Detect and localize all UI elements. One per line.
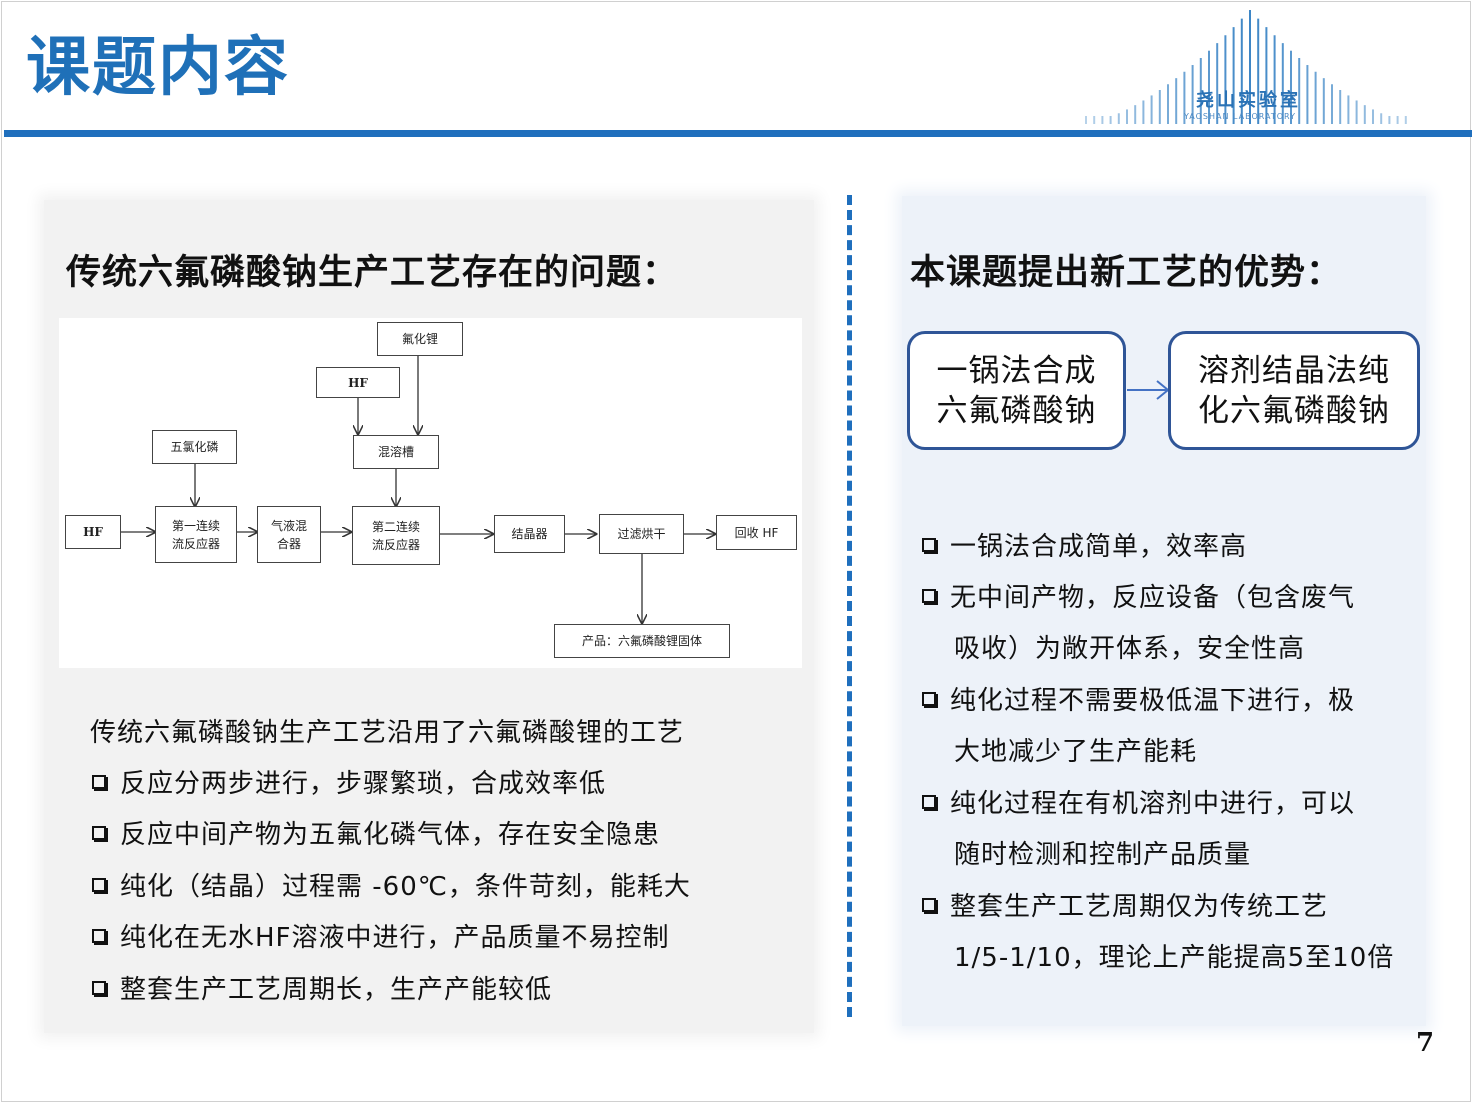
list-item: 无中间产物，反应设备（包含废气 [922,577,1355,614]
advantage-box-one-pot-line2: 六氟磷酸钠 [936,392,1097,429]
checkbox-bullet-icon [922,537,936,552]
checkbox-bullet-icon [92,774,106,789]
node-mixing-tank: 混溶槽 [353,435,439,469]
flow-arrows [121,356,802,668]
arrow-right-icon [1127,380,1170,400]
node-product: 产品：六氟磷酸锂固体 [554,624,730,658]
checkbox-bullet-icon [922,691,936,706]
advantage-box-solvent-crystallization: 溶剂结晶法纯 化六氟磷酸钠 [1168,331,1420,450]
list-item-text: 纯化在无水HF溶液中进行，产品质量不易控制 [120,923,670,953]
vertical-dashed-divider [847,195,852,1017]
node-lithium-fluoride: 氟化锂 [377,322,463,356]
advantage-box-one-pot: 一锅法合成 六氟磷酸钠 [907,331,1126,450]
list-item: 反应分两步进行，步骤繁琐，合成效率低 [92,763,606,800]
list-item-text: 纯化过程不需要极低温下进行，极 [950,686,1356,716]
list-item: 纯化在无水HF溶液中进行，产品质量不易控制 [92,917,670,954]
advantage-box-solvent-line2: 化六氟磷酸钠 [1198,392,1390,429]
list-item-text: 一锅法合成简单，效率高 [950,532,1248,562]
list-item: 纯化（结晶）过程需 -60℃，条件苛刻，能耗大 [92,866,691,903]
node-recover-hf: 回收 HF [716,515,797,550]
list-item-text: 反应中间产物为五氟化磷气体，存在安全隐患 [120,820,661,850]
logo-name: 尧山实验室 [1196,90,1301,111]
list-item-text: 整套生产工艺周期仅为传统工艺 [950,892,1329,922]
logo-subtext: YAOSHAN LABORATORY [1184,112,1296,121]
list-item: 一锅法合成简单，效率高 [922,526,1247,563]
node-first-reactor: 第一连续 流反应器 [155,506,237,563]
list-item-continuation: 随时检测和控制产品质量 [954,840,1252,870]
advantage-box-solvent-line1: 溶剂结晶法纯 [1198,352,1390,389]
node-gas-liquid-mixer: 气液混 合器 [257,506,321,563]
checkbox-bullet-icon [92,928,106,943]
node-second-reactor-line1: 第二连续 [371,519,420,534]
page-number: 7 [1416,1028,1435,1058]
node-crystallizer: 结晶器 [494,515,565,553]
node-second-reactor-line2: 流反应器 [371,537,420,552]
list-item-text: 纯化（结晶）过程需 -60℃，条件苛刻，能耗大 [120,872,691,902]
list-item-text: 无中间产物，反应设备（包含废气 [950,583,1356,613]
node-gas-liquid-mixer-line1: 气液混 [270,518,307,533]
node-second-reactor: 第二连续 流反应器 [352,506,440,565]
left-intro-text: 传统六氟磷酸钠生产工艺沿用了六氟磷酸锂的工艺 [90,718,685,748]
node-hf-top: HF [316,367,400,398]
list-item: 纯化过程在有机溶剂中进行，可以 [922,783,1355,820]
list-item-continuation: 大地减少了生产能耗 [954,737,1198,767]
node-gas-liquid-mixer-line2: 合器 [276,536,301,551]
node-filter-dry: 过滤烘干 [599,514,684,554]
right-panel-heading: 本课题提出新工艺的优势： [910,253,1343,293]
node-first-reactor-line1: 第一连续 [171,518,220,533]
list-item-continuation: 1/5-1/10，理论上产能提高5至10倍 [954,943,1395,973]
node-phosphorus-pentachloride: 五氯化磷 [152,430,237,464]
list-item-text: 反应分两步进行，步骤繁琐，合成效率低 [120,769,607,799]
checkbox-bullet-icon [922,897,936,912]
list-item: 整套生产工艺周期仅为传统工艺 [922,886,1328,923]
advantage-box-one-pot-line1: 一锅法合成 [936,352,1097,389]
list-item: 反应中间产物为五氟化磷气体，存在安全隐患 [92,814,660,851]
checkbox-bullet-icon [922,588,936,603]
page-title: 课题内容 [26,31,290,105]
node-hf-input: HF [65,515,121,549]
checkbox-bullet-icon [92,980,106,995]
list-item: 纯化过程不需要极低温下进行，极 [922,680,1355,717]
checkbox-bullet-icon [92,825,106,840]
list-item-text: 整套生产工艺周期长，生产产能较低 [120,975,553,1005]
list-item-continuation: 吸收）为敞开体系，安全性高 [954,634,1306,664]
process-flow-diagram: 氟化锂 HF 五氯化磷 混溶槽 HF 第一连续 流反应器 气液混 合器 第二连续… [59,318,802,668]
checkbox-bullet-icon [92,877,106,892]
list-item: 整套生产工艺周期长，生产产能较低 [92,969,552,1006]
lab-logo-bars [1085,10,1407,124]
list-item-text: 纯化过程在有机溶剂中进行，可以 [950,789,1356,819]
left-panel-heading: 传统六氟磷酸钠生产工艺存在的问题： [66,253,679,293]
checkbox-bullet-icon [922,794,936,809]
node-first-reactor-line2: 流反应器 [171,536,220,551]
title-underline-bar [4,130,1472,137]
